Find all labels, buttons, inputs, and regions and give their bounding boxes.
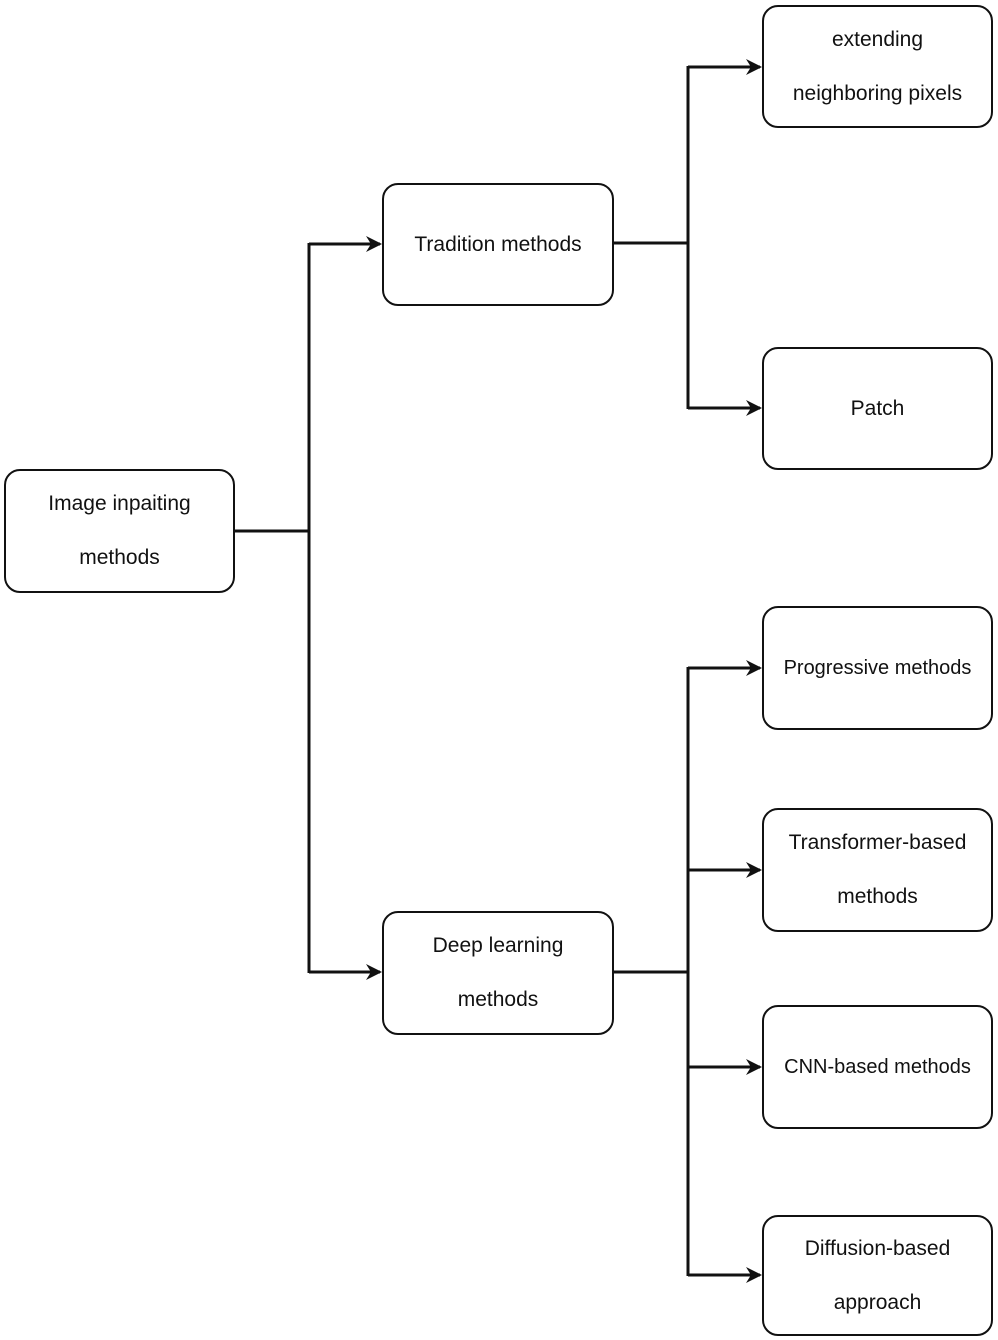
node-label-line: extending	[831, 27, 924, 51]
node-label: Image inpaiting methods	[48, 477, 190, 585]
node-label: Tradition methods	[414, 218, 581, 272]
node-tradition-methods: Tradition methods	[382, 183, 614, 306]
node-cnn-based-methods: CNN-based methods	[762, 1005, 993, 1129]
node-label-line: Progressive methods	[783, 657, 972, 679]
node-label: Diffusion-based approach	[805, 1222, 951, 1330]
node-label-line: methods	[79, 546, 160, 569]
node-extending-neighboring-pixels: extending neighboring pixels	[762, 5, 993, 128]
node-label-line: Transformer-based	[788, 831, 967, 854]
node-diffusion-based-approach: Diffusion-based approach	[762, 1215, 993, 1336]
node-label: Deep learning methods	[433, 919, 564, 1027]
node-label: CNN-based methods	[784, 1040, 971, 1094]
node-label-line: Diffusion-based	[804, 1236, 951, 1260]
node-label: extending neighboring pixels	[793, 13, 962, 121]
node-label-line: neighboring pixels	[792, 81, 963, 105]
node-label-line: Image inpaiting	[48, 492, 191, 515]
node-label: Progressive methods	[784, 641, 972, 695]
node-label-line: methods	[457, 988, 539, 1011]
node-label-line: Tradition methods	[414, 232, 582, 256]
node-label-line: methods	[837, 885, 918, 908]
node-transformer-based-methods: Transformer-based methods	[762, 808, 993, 932]
node-label-line: CNN-based methods	[784, 1056, 971, 1078]
node-image-inpainting-methods: Image inpaiting methods	[4, 469, 235, 593]
node-label-line: Deep learning	[432, 934, 564, 957]
node-deep-learning-methods: Deep learning methods	[382, 911, 614, 1035]
node-patch: Patch	[762, 347, 993, 470]
node-label: Transformer-based methods	[789, 816, 967, 924]
node-label-line: approach	[833, 1290, 922, 1314]
node-label-line: Patch	[850, 396, 905, 420]
node-progressive-methods: Progressive methods	[762, 606, 993, 730]
node-label: Patch	[851, 382, 905, 436]
